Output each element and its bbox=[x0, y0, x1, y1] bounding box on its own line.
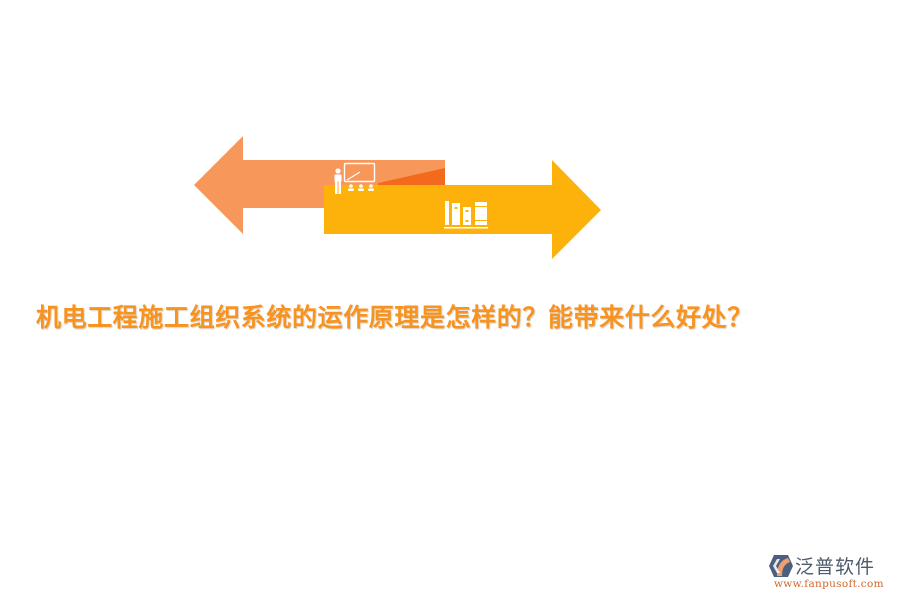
logo-brand-name: 泛普软件 bbox=[795, 556, 876, 578]
double-arrow-graphic bbox=[194, 136, 601, 259]
fanpu-logo[interactable]: 泛普软件 www.fanpusoft.com bbox=[768, 552, 896, 592]
page-title: 机电工程施工组织系统的运作原理是怎样的？能带来什么好处？ bbox=[36, 303, 753, 332]
right-arrow-shape bbox=[324, 160, 601, 259]
left-arrow-wedge bbox=[378, 168, 445, 185]
fanpu-logo-icon bbox=[769, 555, 793, 577]
bookshelf-icon bbox=[444, 201, 488, 229]
logo-url: www.fanpusoft.com bbox=[774, 578, 884, 590]
teacher-presentation-icon bbox=[334, 162, 376, 194]
left-arrow-shape bbox=[194, 136, 445, 234]
